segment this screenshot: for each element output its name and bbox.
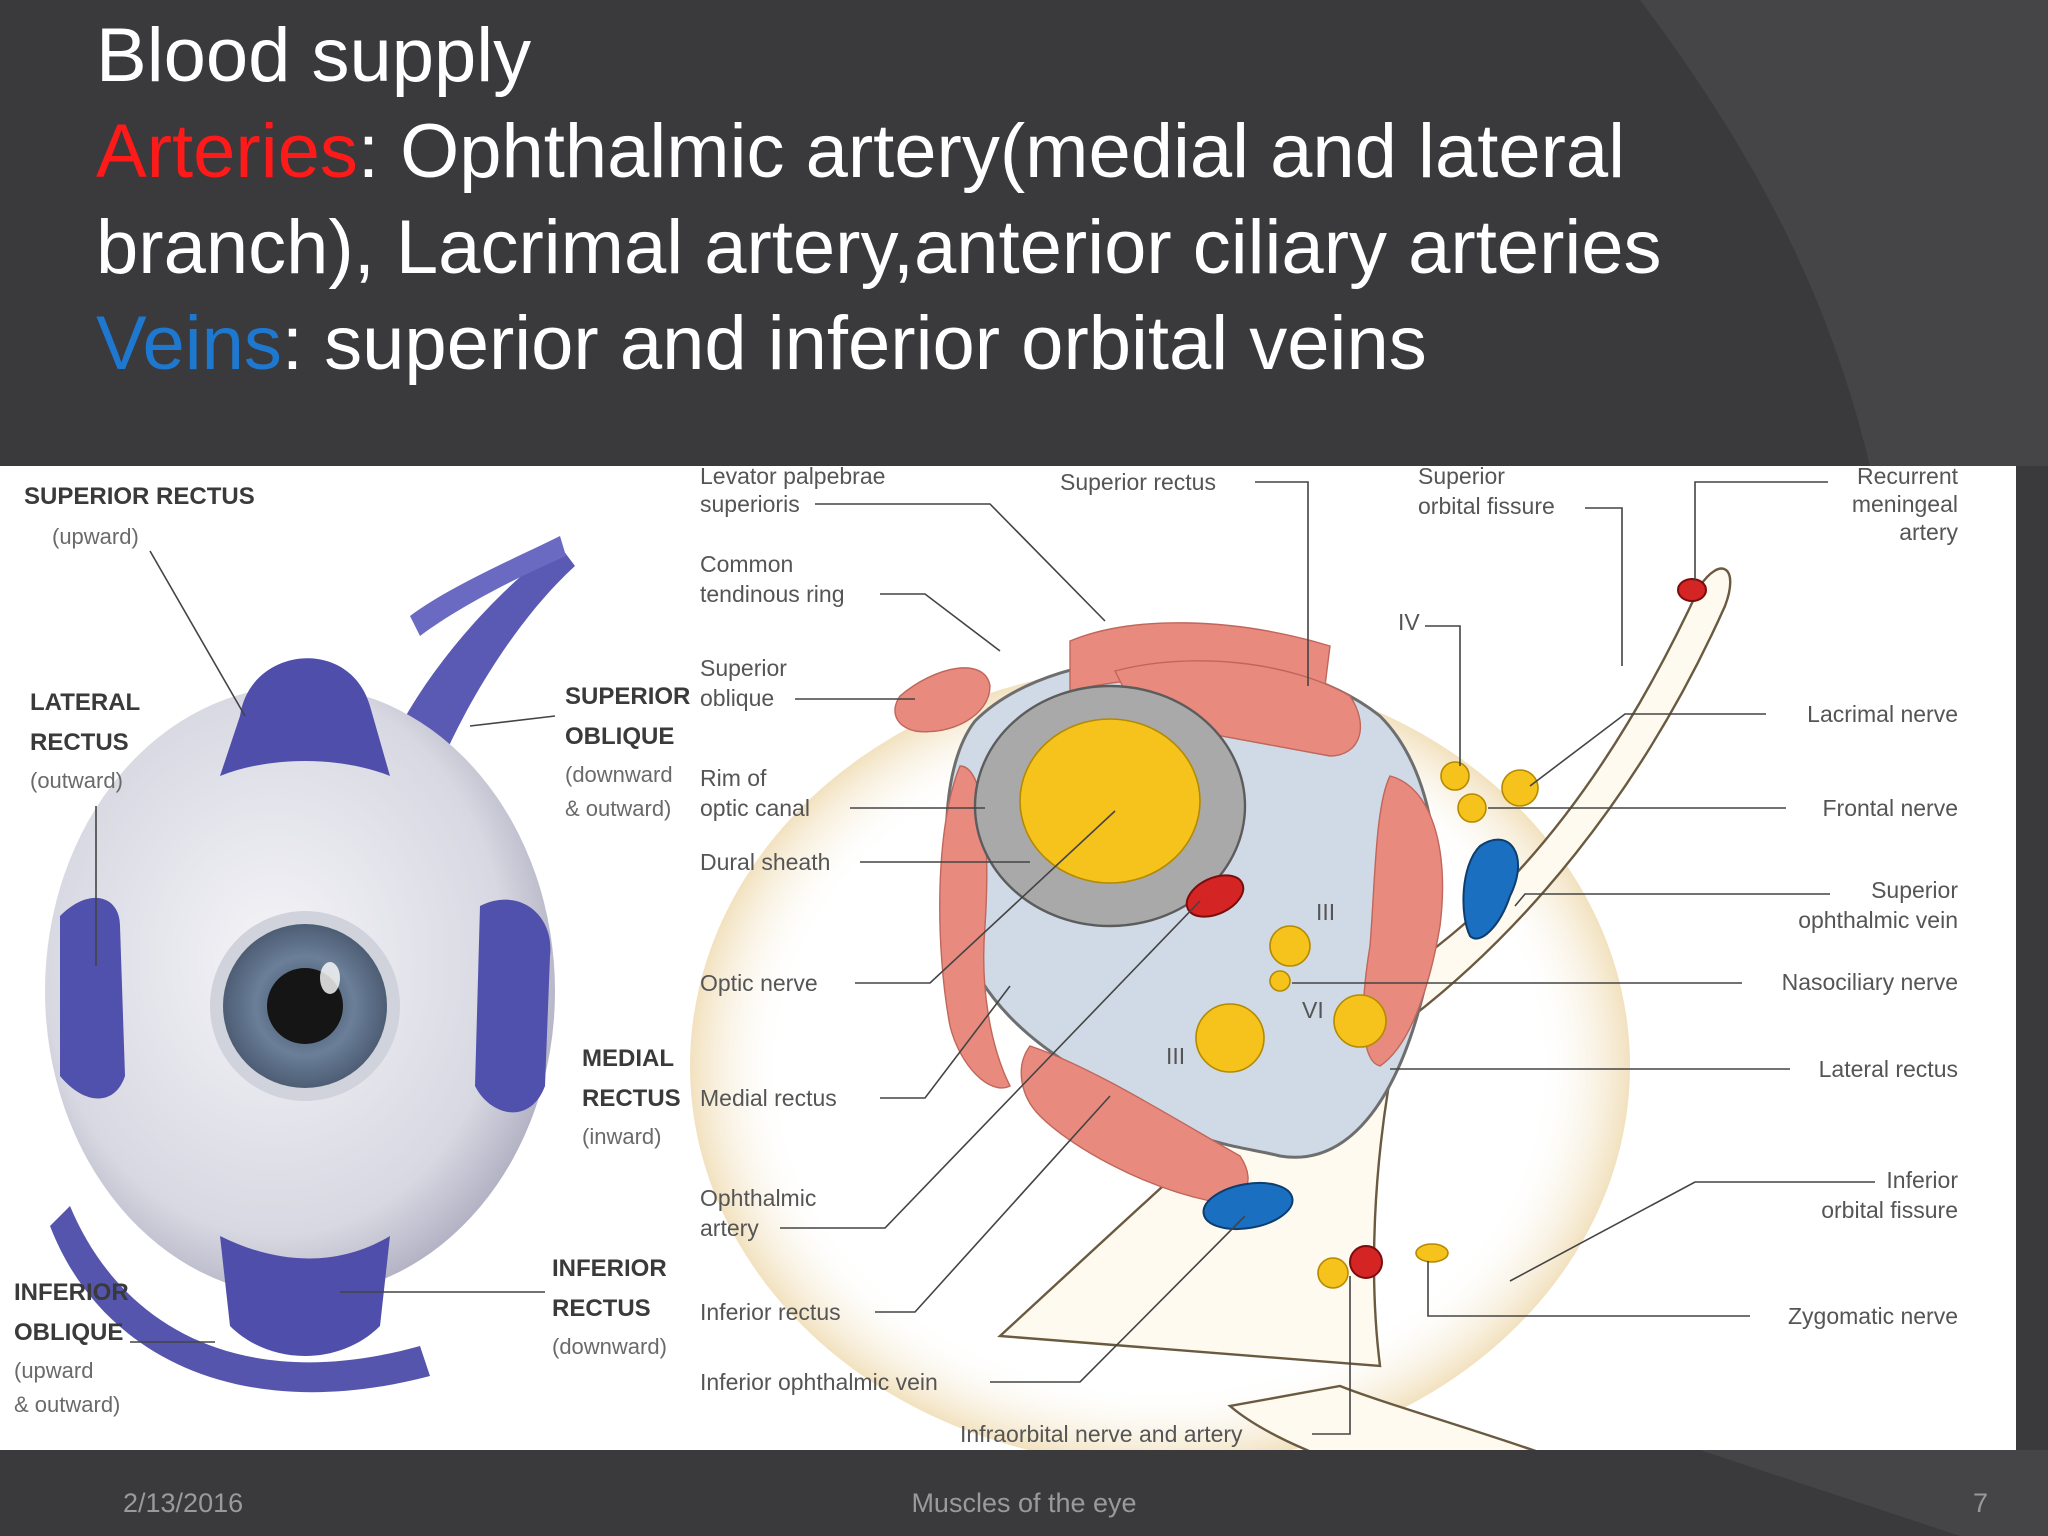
label-optic-nerve: Optic nerve	[700, 970, 818, 996]
label-superior-oblique-1: Superior	[700, 655, 787, 681]
label-common-tendinous-1: Common	[700, 551, 793, 577]
oculomotor-nerve-upper	[1269, 925, 1311, 967]
label-superior-oblique-2: oblique	[700, 685, 774, 711]
label-superior-orbital-fissure-2: orbital fissure	[1418, 493, 1555, 519]
inferior-oblique-muscle	[50, 1206, 430, 1393]
optic-nerve-section	[1019, 718, 1201, 884]
label-medial-rectus-action: (inward)	[582, 1124, 661, 1149]
label-medial-rectus-line2: RECTUS	[582, 1085, 681, 1112]
infraorbital-artery-section	[1349, 1245, 1383, 1279]
label-superior-oblique-line1: SUPERIOR	[565, 683, 690, 710]
label-lateral-rectus-action: (outward)	[30, 768, 123, 793]
label-inferior-orbital-fissure-2: orbital fissure	[1821, 1197, 1958, 1223]
label-inferior-oblique-action2: & outward)	[14, 1392, 120, 1417]
slide-title: Blood supply Arteries: Ophthalmic artery…	[96, 8, 1976, 392]
label-superior-ophthalmic-vein-1: Superior	[1871, 877, 1958, 903]
orbit-illustration	[690, 567, 1732, 1450]
frontal-nerve-section	[1457, 793, 1487, 823]
zygomatic-nerve-section	[1415, 1243, 1449, 1263]
label-rim-optic-canal-2: optic canal	[700, 795, 810, 821]
label-superior-ophthalmic-vein-2: ophthalmic vein	[1798, 907, 1958, 933]
arteries-term: Arteries	[96, 109, 358, 194]
label-inferior-orbital-fissure-1: Inferior	[1886, 1167, 1958, 1193]
label-levator-palpebrae-2: superioris	[700, 491, 800, 517]
anatomy-figure-svg: SUPERIOR RECTUS (upward) LATERAL RECTUS …	[14, 466, 1959, 1450]
label-ophthalmic-artery-2: artery	[700, 1215, 759, 1241]
label-recurrent-meningeal-2: meningeal	[1852, 491, 1958, 517]
label-levator-palpebrae-1: Levator palpebrae	[700, 466, 885, 489]
label-inferior-oblique-line2: OBLIQUE	[14, 1319, 123, 1346]
infraorbital-nerve-section	[1317, 1257, 1349, 1289]
label-nerve-vi: VI	[1302, 997, 1324, 1023]
orbit-labels: Levator palpebrae superioris Common tend…	[700, 466, 1959, 1447]
label-lateral-rectus-orbit: Lateral rectus	[1819, 1056, 1958, 1082]
label-inferior-rectus-action: (downward)	[552, 1334, 667, 1359]
superior-rectus-section	[1113, 660, 1361, 757]
label-inferior-rectus-line1: INFERIOR	[552, 1255, 667, 1282]
superior-ophthalmic-vein-section	[1462, 838, 1520, 940]
inferior-orbital-fissure	[1227, 1384, 1537, 1450]
trochlear-nerve-section	[1440, 761, 1470, 791]
label-inferior-rectus: Inferior rectus	[700, 1299, 841, 1325]
arteries-line: Arteries: Ophthalmic artery(medial and l…	[96, 104, 1976, 200]
anatomy-figure: SUPERIOR RECTUS (upward) LATERAL RECTUS …	[0, 466, 2016, 1450]
footer-date: 2/13/2016	[123, 1488, 244, 1518]
label-superior-rectus-orbit: Superior rectus	[1060, 469, 1216, 495]
label-lateral-rectus-line1: LATERAL	[30, 689, 140, 716]
orbit-leader-lines	[780, 481, 1875, 1435]
label-inferior-ophthalmic-vein: Inferior ophthalmic vein	[700, 1369, 938, 1395]
label-superior-oblique-line2: OBLIQUE	[565, 723, 674, 750]
abducent-nerve-section	[1333, 994, 1387, 1048]
label-nerve-iii-upper: III	[1316, 899, 1335, 925]
superior-oblique-muscle	[395, 546, 575, 766]
medial-rectus-muscle	[475, 899, 551, 1113]
label-common-tendinous-2: tendinous ring	[700, 581, 845, 607]
label-superior-rectus: SUPERIOR RECTUS	[24, 483, 255, 510]
label-inferior-rectus-line2: RECTUS	[552, 1295, 651, 1322]
footer-title: Muscles of the eye	[911, 1488, 1137, 1518]
label-lacrimal-nerve: Lacrimal nerve	[1807, 701, 1958, 727]
superior-oblique-section	[894, 667, 991, 733]
label-ophthalmic-artery-1: Ophthalmic	[700, 1185, 816, 1211]
label-recurrent-meningeal-1: Recurrent	[1857, 466, 1959, 489]
veins-text: : superior and inferior orbital veins	[281, 301, 1427, 386]
arteries-continuation: branch), Lacrimal artery,anterior ciliar…	[96, 205, 1662, 290]
eye-labels: SUPERIOR RECTUS (upward) LATERAL RECTUS …	[14, 483, 690, 1417]
label-superior-oblique-action2: & outward)	[565, 796, 671, 821]
lateral-rectus-section	[1362, 775, 1444, 1067]
label-recurrent-meningeal-3: artery	[1899, 519, 1958, 545]
label-nerve-iv: IV	[1398, 609, 1420, 635]
recurrent-meningeal-artery-section	[1677, 578, 1707, 602]
label-inferior-oblique-action1: (upward	[14, 1358, 93, 1383]
label-nerve-iii-lower: III	[1166, 1043, 1185, 1069]
lateral-rectus-muscle	[60, 897, 125, 1099]
label-frontal-nerve: Frontal nerve	[1822, 795, 1958, 821]
label-rim-optic-canal-1: Rim of	[700, 765, 767, 791]
label-medial-rectus-line1: MEDIAL	[582, 1045, 674, 1072]
superior-rectus-muscle	[220, 658, 390, 776]
veins-term: Veins	[96, 301, 282, 386]
title-heading: Blood supply	[96, 13, 532, 98]
label-inferior-oblique-line1: INFERIOR	[14, 1279, 129, 1306]
lacrimal-nerve-section	[1501, 769, 1539, 807]
label-medial-rectus: Medial rectus	[700, 1085, 837, 1111]
label-superior-oblique-action1: (downward	[565, 762, 673, 787]
label-lateral-rectus-line2: RECTUS	[30, 729, 129, 756]
inferior-rectus-muscle	[220, 1236, 390, 1356]
nasociliary-nerve-section	[1269, 970, 1291, 992]
arteries-text: : Ophthalmic artery(medial and lateral	[357, 109, 1626, 194]
ophthalmic-artery-section	[1185, 874, 1245, 918]
veins-line: Veins: superior and inferior orbital vei…	[96, 296, 1976, 392]
label-dural-sheath: Dural sheath	[700, 849, 830, 875]
footer-page-number: 7	[1972, 1488, 1988, 1518]
label-superior-orbital-fissure-1: Superior	[1418, 466, 1505, 489]
label-zygomatic-nerve: Zygomatic nerve	[1788, 1303, 1958, 1329]
eyeball-illustration	[45, 536, 575, 1393]
label-superior-rectus-action: (upward)	[52, 524, 139, 549]
inferior-ophthalmic-vein-section	[1202, 1181, 1294, 1231]
oculomotor-nerve-lower	[1195, 1003, 1265, 1073]
label-infraorbital-nerve-artery: Infraorbital nerve and artery	[960, 1421, 1243, 1447]
label-nasociliary-nerve: Nasociliary nerve	[1782, 969, 1958, 995]
